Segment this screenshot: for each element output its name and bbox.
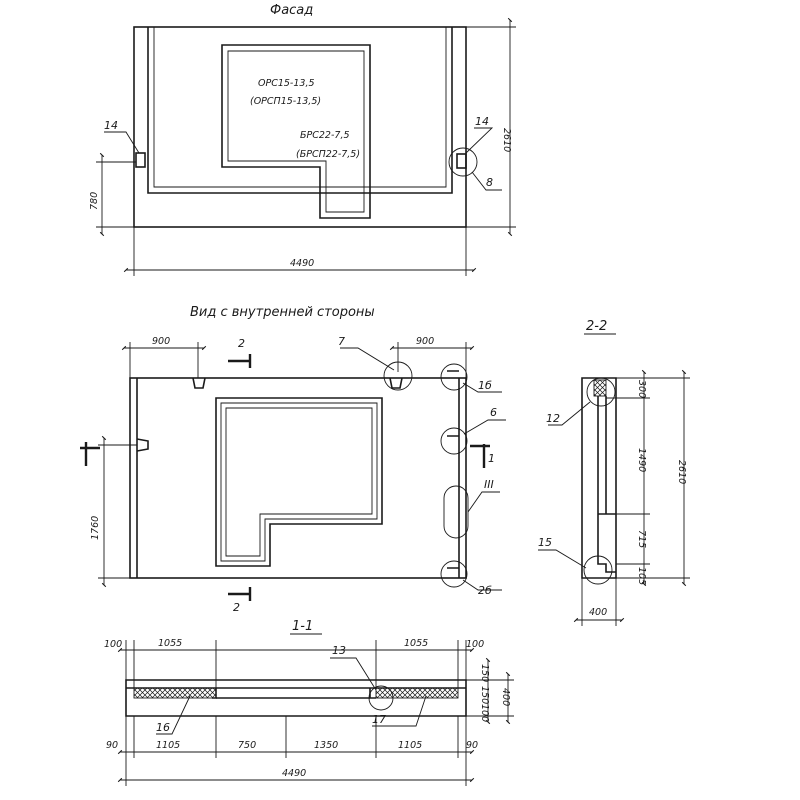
section-1-1: 1-1 13 16 17 100 1055 1055 100 150 — [104, 619, 514, 786]
section11-dim-150-a: 150 — [479, 664, 490, 682]
facade-mark-right: 14 — [475, 115, 489, 128]
inner-mark-III: III — [484, 478, 494, 491]
inner-opening-inner — [225, 407, 373, 557]
inner-mark-6: 6 — [490, 406, 497, 419]
cut-2-bottom — [228, 587, 252, 601]
section22-mark-15: 15 — [538, 536, 552, 549]
cut-2-top-label: 2 — [238, 337, 245, 350]
section11-dim-100-left: 100 — [104, 639, 122, 650]
facade-opening-1-label-2: (ОРСП15-13,5) — [250, 96, 321, 107]
inner-node-1b-circle — [440, 363, 468, 391]
inner-node-6-circle — [440, 427, 468, 455]
cut-1-right — [470, 444, 490, 468]
inner-dim-left-height: 1760 — [90, 516, 101, 540]
section22-title: 2-2 — [586, 319, 607, 334]
section11-mark-16: 16 — [156, 721, 170, 734]
facade-embed-left — [135, 152, 146, 168]
facade-embed-right — [456, 153, 467, 169]
section11-dim-1105-left: 1105 — [156, 740, 180, 751]
inner-dim-right-top: 900 — [416, 336, 434, 347]
section22-hatch-top — [593, 379, 607, 397]
cut-2-top — [228, 354, 252, 368]
facade-node-circle — [448, 147, 478, 177]
inner-outline — [129, 377, 467, 579]
facade-dim-width: 4490 — [290, 258, 314, 269]
section11-dim-750: 750 — [238, 740, 256, 751]
inner-mark-2b: 2б — [478, 584, 492, 597]
cut-2-bottom-label: 2 — [233, 601, 240, 614]
inner-mark-1b: 1б — [478, 379, 492, 392]
section22-outline — [581, 377, 617, 579]
facade-dim-height: 2610 — [501, 128, 512, 152]
facade-mark-left: 14 — [104, 119, 118, 132]
inner-view: Вид с внутренней стороны 7 1б 6 III 2б 2 — [80, 305, 506, 614]
inner-dim-left-top: 900 — [152, 336, 170, 347]
facade-dim-low: 780 — [89, 192, 100, 210]
section11-mark-17: 17 — [372, 713, 386, 726]
section11-dim-1105-right: 1105 — [398, 740, 422, 751]
facade-opening-2-label-2: (БРСП22-7,5) — [296, 149, 360, 160]
facade-inner-frame — [147, 27, 453, 219]
section22-dim-400: 400 — [589, 607, 607, 618]
section11-dim-90-left: 90 — [106, 740, 118, 751]
section11-hatch-left — [133, 687, 217, 699]
section11-dim-100-v: 100 — [479, 704, 490, 722]
section11-dim-1055-right: 1055 — [404, 638, 428, 649]
facade-outline — [133, 26, 467, 228]
section11-dim-1055-left: 1055 — [158, 638, 182, 649]
facade-opening — [221, 44, 371, 194]
section11-dim-1350: 1350 — [314, 740, 338, 751]
section22-dim-300: 300 — [636, 380, 647, 398]
facade-opening-1-label-1: ОРС15-13,5 — [258, 78, 315, 89]
inner-notch-left — [192, 377, 206, 389]
inner-opening-outer — [215, 397, 383, 567]
cut-1-label: 1 — [488, 452, 495, 465]
section22-dim-105: 105 — [636, 567, 647, 585]
section11-dim-90-right: 90 — [466, 740, 478, 751]
facade-opening-2-label-1: БРС22-7,5 — [300, 130, 350, 141]
section22-dim-2610: 2610 — [676, 460, 687, 484]
section11-hatch-right — [375, 687, 459, 699]
facade-leader-right — [465, 127, 494, 154]
inner-notch-right — [389, 377, 403, 389]
cut-1-left — [80, 442, 100, 466]
section11-dim-400-v: 400 — [500, 688, 511, 706]
section11-mark-13: 13 — [332, 644, 346, 657]
facade-mark-node: 8 — [486, 176, 493, 189]
section22-dim-715: 715 — [636, 530, 647, 548]
facade-opening-inner — [227, 50, 365, 188]
facade-inner-frame-2 — [153, 27, 447, 213]
section-2-2: 2-2 12 15 300 1490 715 105 2610 400 — [538, 319, 690, 626]
facade-leader-node — [471, 171, 502, 191]
inner-node-2b-circle — [440, 560, 468, 588]
facade-title: Фасад — [270, 3, 313, 18]
section22-dim-1490: 1490 — [636, 448, 647, 472]
section11-title: 1-1 — [292, 619, 313, 634]
section22-mark-12: 12 — [546, 412, 560, 425]
inner-node-III-oval — [443, 485, 469, 539]
section11-dim-100-right: 100 — [466, 639, 484, 650]
facade-view: Фасад ОРС15-13,5 (ОРСП15-13,5) БРС22-7,5… — [89, 3, 516, 276]
inner-opening-mid — [220, 402, 378, 562]
inner-mark-7: 7 — [338, 335, 345, 348]
facade-leader-left — [104, 131, 140, 154]
section11-dim-total: 4490 — [282, 768, 306, 779]
inner-title: Вид с внутренней стороны — [190, 305, 375, 320]
inner-notch-side — [136, 438, 149, 452]
section11-dim-150-b: 150 — [479, 686, 490, 704]
